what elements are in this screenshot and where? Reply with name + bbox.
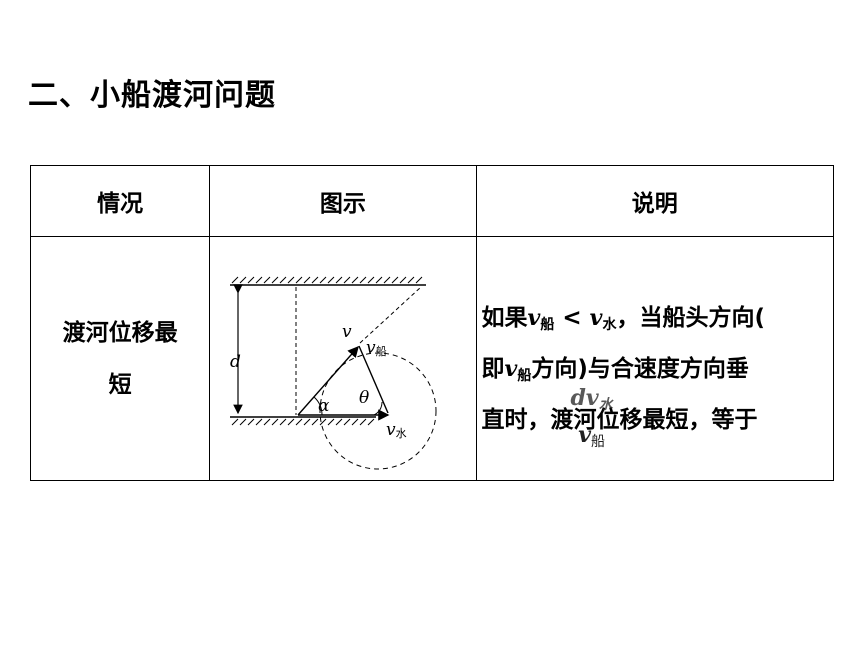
diagram-cell: d v v船 α θ v水 xyxy=(209,236,477,481)
label-v-boat: v船 xyxy=(366,338,387,358)
fraction-numerator: dv水 xyxy=(570,385,613,413)
bottom-bank xyxy=(230,416,377,426)
theta-arc xyxy=(373,401,383,416)
label-d: d xyxy=(230,352,241,372)
table-header-row: 情况 图示 说明 xyxy=(29,165,835,237)
top-bank xyxy=(230,276,427,286)
alpha-arc xyxy=(313,396,323,416)
table-row: 渡河位移最 短 xyxy=(29,236,835,481)
boat-crossing-table: 情况 图示 说明 渡河位移最 短 xyxy=(29,165,835,481)
label-v-water: v水 xyxy=(386,420,407,440)
velocity-extension-line xyxy=(359,286,422,344)
header-situation: 情况 xyxy=(29,165,211,237)
explanation-cell: 如果v船 < v水，当船头方向( 即v船方向)与合速度方向垂 直时，渡河位移最短… xyxy=(475,236,835,481)
river-crossing-diagram: d v v船 α θ v水 xyxy=(230,276,437,470)
boat-velocity-line xyxy=(358,345,389,414)
header-explanation: 说明 xyxy=(475,165,835,237)
velocity-circle xyxy=(319,352,437,470)
label-v: v xyxy=(342,322,352,342)
case-cell: 渡河位移最 短 xyxy=(29,236,211,481)
explanation-line-2: 即v船方向)与合速度方向垂 xyxy=(481,356,749,384)
case-line-1: 渡河位移最 xyxy=(62,319,178,346)
explanation-line-3: 直时，渡河位移最短，等于 xyxy=(481,407,758,433)
header-diagram: 图示 xyxy=(209,165,477,237)
label-alpha: α xyxy=(318,396,330,416)
page-title: 二、小船渡河问题 xyxy=(28,78,276,113)
resultant-velocity-arrow xyxy=(297,345,360,416)
case-line-2: 短 xyxy=(108,371,132,398)
fraction-denominator: v船 xyxy=(578,422,606,450)
explanation-text: 如果v船 < v水，当船头方向( 即v船方向)与合速度方向垂 直时，渡河位移最短… xyxy=(482,294,832,444)
shortest-distance-fraction: dv水 v船 xyxy=(570,385,613,450)
label-theta: θ xyxy=(359,388,369,408)
explanation-line-1: 如果v船 < v水，当船头方向( xyxy=(481,305,765,333)
